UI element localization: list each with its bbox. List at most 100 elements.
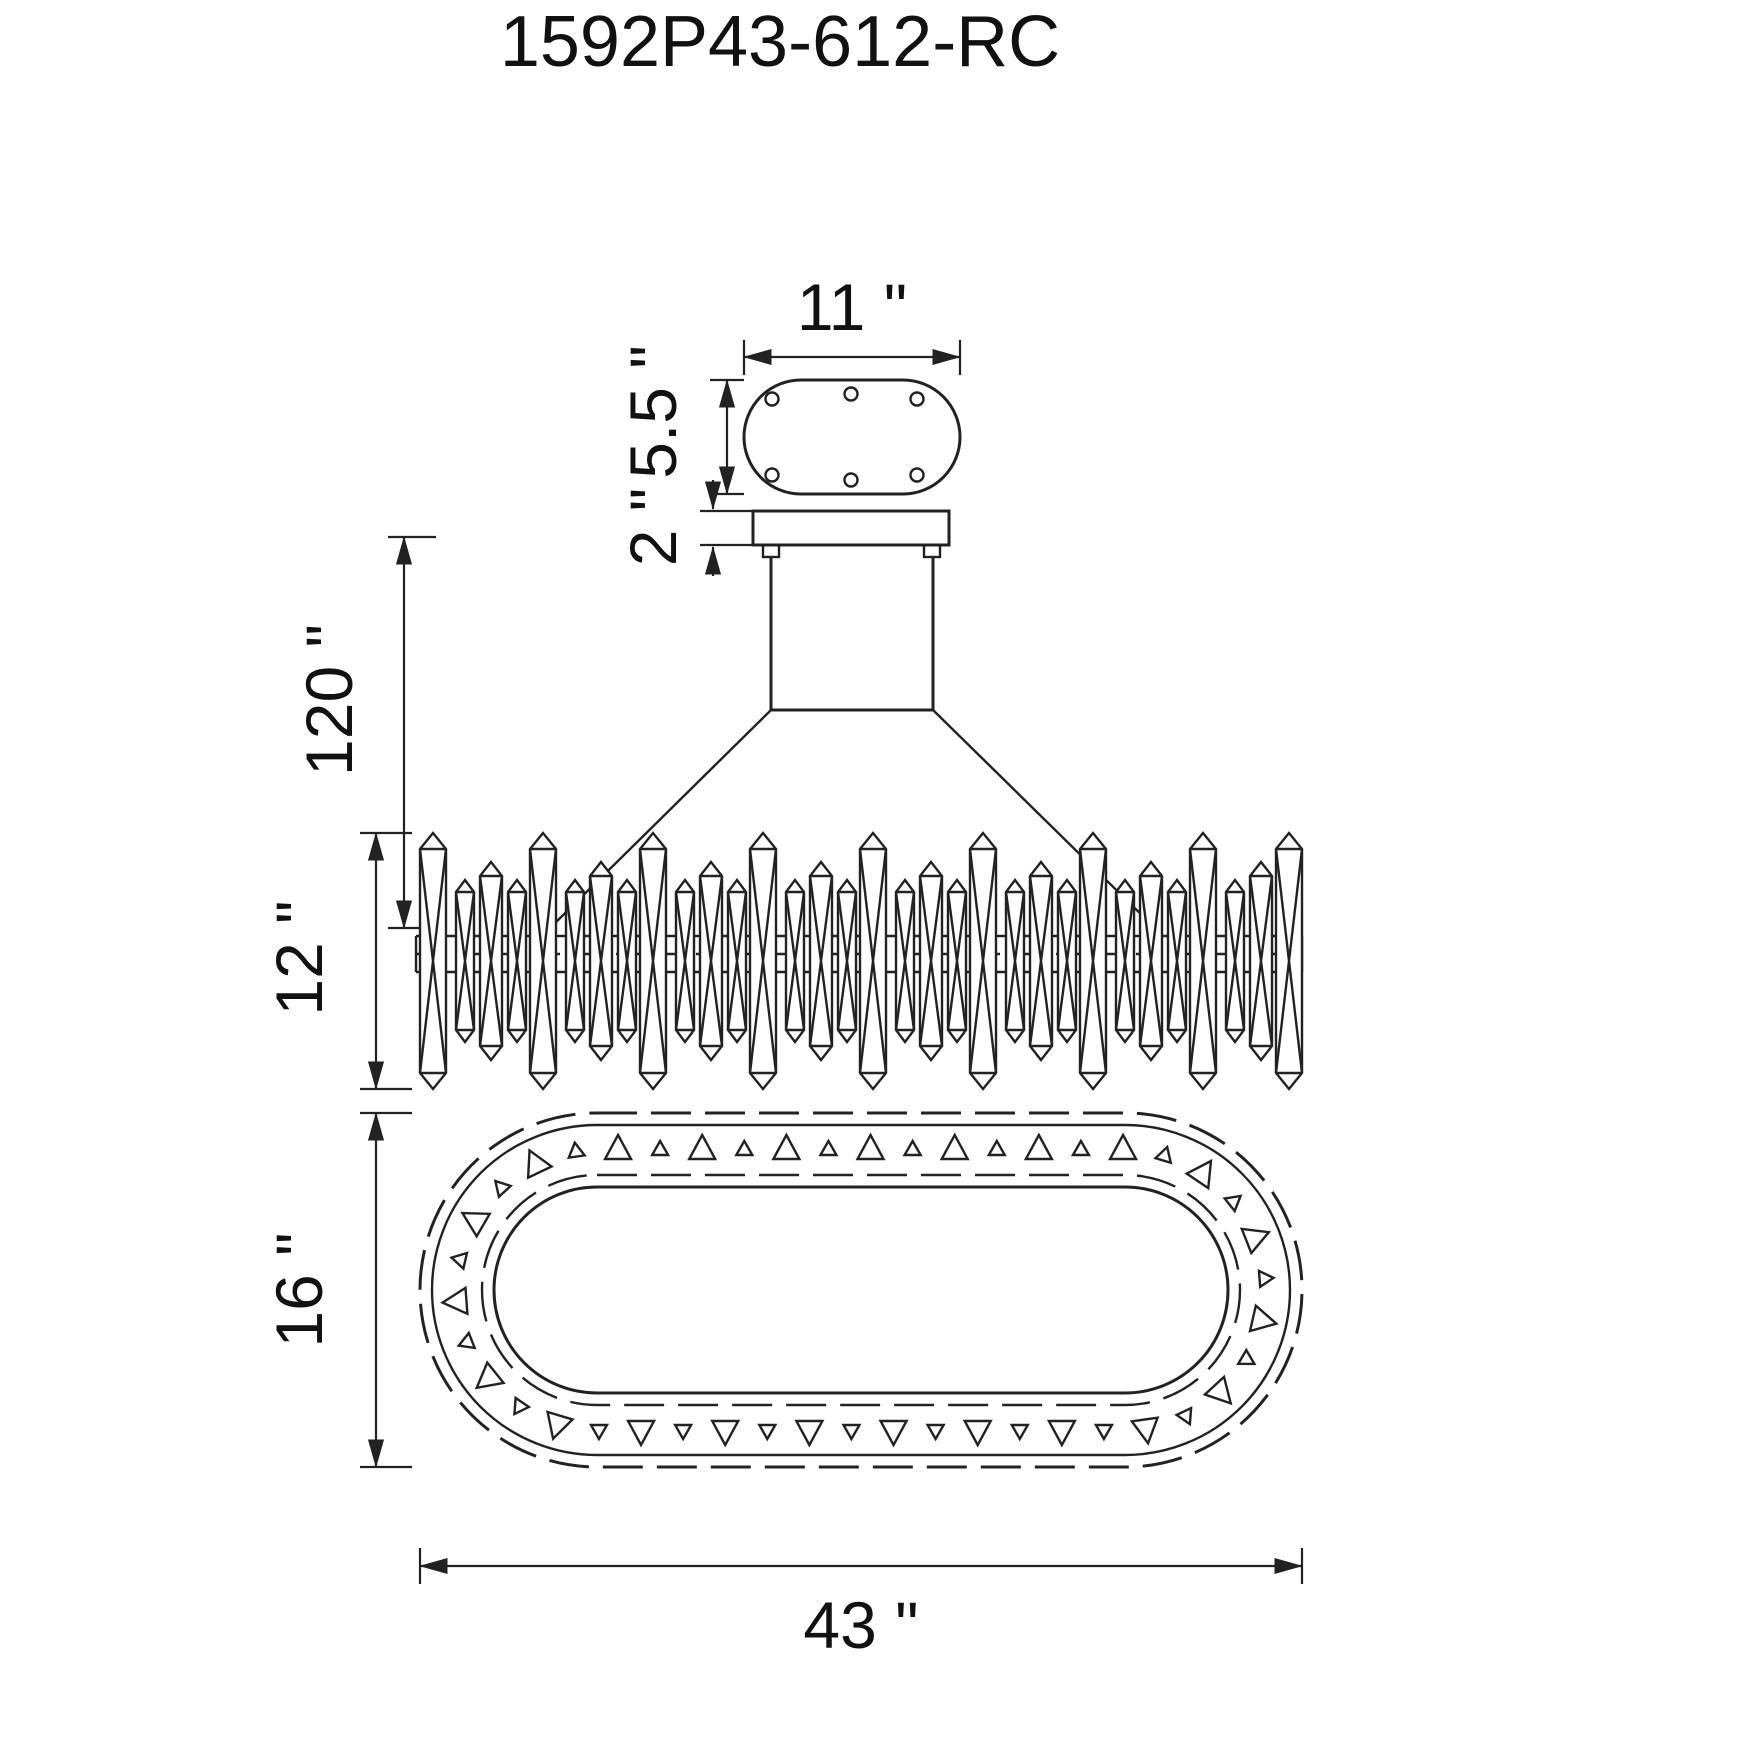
crystal-triangle [1129,1416,1160,1446]
crystal-triangle [1248,1303,1279,1333]
crystal-triangle [1222,1194,1243,1214]
crystal-triangle [1236,1347,1257,1366]
crystal-bar-med [478,860,504,1062]
crystal-bar-short [1114,878,1136,1044]
dim-canopy-height: 2 " [616,480,753,576]
crystal-bar-med [808,860,834,1062]
dim-label-suspension-height: 120 " [292,624,366,776]
crystal-bar-short [1166,878,1188,1044]
crystal-bar-short [616,878,638,1044]
dim-label-canopy-width: 11 " [797,270,907,344]
crystal-bar-short [564,878,586,1044]
crystal-bar-med [918,860,944,1062]
ring-inner-edge [492,1185,1230,1395]
dim-label-body-width: 43 " [803,1588,918,1662]
crystal-bar-short [1004,878,1026,1044]
canopy-clip [761,543,781,559]
crystal-triangle [687,1132,718,1161]
fixture-bottom-view [418,1111,1304,1469]
crystal-triangle [1108,1132,1139,1161]
crystal-bar-tall [1274,831,1304,1091]
crystal-triangle [1153,1144,1173,1165]
crystal-triangle [939,1132,970,1161]
canopy-clip [922,543,942,559]
crystal-bar-tall [968,831,998,1091]
dim-label-canopy-height: 2 " [616,488,690,566]
crystal-triangle [771,1132,802,1161]
crystal-bar-med [1248,860,1274,1062]
crystal-bar-med [698,860,724,1062]
crystal-triangle [1257,1268,1276,1290]
dim-body-width: 43 " [418,1548,1304,1662]
crystal-bar-tall [748,831,778,1091]
crystal-bar-tall [528,831,558,1091]
dim-canopy-width: 11 " [742,270,962,375]
screw-hole [843,386,859,402]
crystal-triangle [460,1211,492,1239]
screw-hole [909,467,925,483]
screw-hole [764,467,780,483]
fixture-side-view [414,831,1304,1091]
crystal-triangle [626,1419,657,1448]
canopy-plate [751,509,951,547]
crystal-triangle [1093,1423,1115,1442]
dim-suspension-height: 120 " [292,535,436,930]
crystal-triangle [855,1132,886,1161]
crystal-bar-short [506,878,528,1044]
crystal-triangle [841,1423,862,1442]
crystal-triangle [546,1410,575,1442]
crystal-bar-tall [418,831,448,1091]
crystal-bar-med [1138,860,1164,1062]
crystal-triangle [439,1285,469,1316]
dim-canopy-depth: 5.5 " [616,345,744,496]
dim-body-depth: 16 " [262,1111,412,1469]
canopy-oval [742,378,962,496]
crystal-triangle [1009,1423,1030,1442]
crystal-bar-tall [858,831,888,1091]
canopy-top-view [742,378,962,496]
screw-hole [909,391,925,407]
crystal-bar-short [726,878,748,1044]
crystal-triangle [588,1423,610,1442]
triangle-guide-path [457,1150,1265,1430]
ring-inner-dashed [480,1173,1242,1407]
crystal-bar-short [1224,878,1246,1044]
crystal-bar-tall [1188,831,1218,1091]
crystal-bar-med [1028,860,1054,1062]
crystal-triangle [794,1419,825,1448]
screw-hole [843,472,859,488]
crystal-triangle [513,1395,532,1417]
crystal-bar-med [588,860,614,1062]
crystal-bar-short [836,878,858,1044]
crystal-triangle-ring [439,1132,1279,1448]
crystal-triangle [986,1138,1007,1157]
crystal-triangle [818,1138,839,1157]
crystal-triangle [650,1138,671,1157]
crystal-triangle [962,1419,993,1448]
dim-label-body-depth: 16 " [262,1232,336,1347]
crystal-triangle [710,1419,741,1448]
screw-hole [764,391,780,407]
crystal-triangle [1184,1158,1213,1191]
crystal-bar-short [784,878,806,1044]
crystal-triangle [526,1148,554,1180]
crystal-bar-tall [638,831,668,1091]
crystal-bars [418,831,1304,1091]
crystal-triangle [449,1251,469,1271]
crystal-triangle [1046,1419,1077,1448]
crystal-bar-tall [1078,831,1108,1091]
dim-label-body-height: 12 " [262,900,336,1015]
crystal-bar-short [1056,878,1078,1044]
suspension-wire-left [548,709,772,930]
crystal-triangle [603,1132,634,1161]
crystal-triangle [1070,1138,1092,1157]
crystal-bar-short [454,878,476,1044]
crystal-triangle [493,1179,514,1200]
crystal-triangle [1174,1406,1193,1427]
crystal-triangle [878,1419,909,1448]
crystal-triangle [1023,1132,1054,1161]
crystal-bar-short [946,878,968,1044]
dim-body-height: 12 " [262,831,412,1091]
crystal-triangle [757,1423,778,1442]
